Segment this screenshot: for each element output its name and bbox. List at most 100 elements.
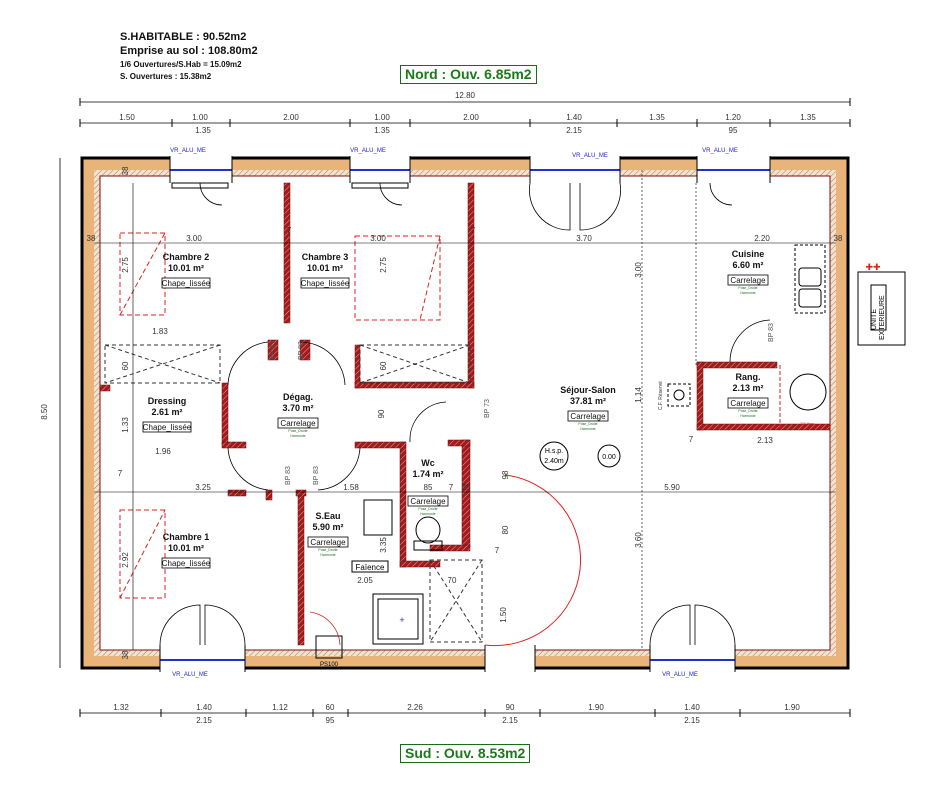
dimension-label: 7: [449, 483, 454, 492]
room-area: 5.90 m²: [312, 522, 343, 532]
door-chambre3[interactable]: [299, 341, 346, 386]
dimension-label: 2.15: [502, 716, 518, 725]
dimension-label: 3.00: [186, 234, 202, 243]
ouvertures-ratio: 1/6 Ouvertures/S.Hab = 15.09m2: [120, 60, 242, 69]
window-label: VR_ALU_ME: [170, 148, 206, 154]
opening: [485, 645, 535, 672]
window-cuisine[interactable]: [709, 182, 733, 206]
wall-segment: [99, 384, 111, 392]
window-door-chambre1-left[interactable]: [159, 604, 201, 646]
room-area: 10.01 m²: [168, 543, 204, 553]
door-dressing[interactable]: [227, 341, 269, 386]
dimension-label: 1.58: [343, 483, 359, 492]
room-d-gag[interactable]: Dégag.3.70 m²CarrelagePose_DroiteHarmoni…: [277, 392, 319, 438]
floor-pose: Pose_Droite: [738, 409, 757, 413]
outdoor-unit: [857, 271, 906, 346]
wall-segment: [399, 441, 407, 568]
window-chambre3[interactable]: [379, 182, 403, 206]
window-door-chambre1-right[interactable]: [204, 604, 246, 646]
wall-segment: [696, 423, 831, 431]
wall-segment: [696, 361, 704, 431]
dimension-label: 3.60: [634, 532, 643, 548]
dimension-label: 1.00: [192, 113, 208, 122]
door-chambre1[interactable]: [227, 447, 269, 491]
door-wc[interactable]: [409, 401, 447, 443]
dimension-label: 7: [471, 226, 476, 235]
surface-ouvertures: S. Ouvertures : 15.38m2: [120, 72, 212, 81]
floor-type: Carrelage: [310, 538, 346, 547]
dimension-label: 1.35: [374, 126, 390, 135]
dimension-label: 70: [448, 576, 457, 585]
window-door-sejour-sud-left[interactable]: [649, 604, 691, 646]
water-heater-label: 200 litres: [800, 422, 814, 426]
dimension-label: 1.50: [499, 607, 508, 623]
wall-segment: [354, 441, 406, 449]
window-chambre2[interactable]: [199, 182, 223, 206]
dimension-label: 2.13: [757, 436, 773, 445]
dimension-label: 2.00: [283, 113, 299, 122]
dimension-label: 2.15: [196, 716, 212, 725]
door-ps[interactable]: [309, 611, 341, 646]
ps100-box: [315, 635, 343, 659]
storage-entry: [429, 559, 483, 643]
room-area: 10.01 m²: [307, 263, 343, 273]
door-entry-swing[interactable]: [484, 474, 582, 647]
wall-segment: [265, 489, 273, 501]
dimension-label: 1.40: [684, 703, 700, 712]
dimension-label: 90: [506, 703, 515, 712]
wall-segment: [354, 344, 361, 389]
room-name: Chambre 3: [302, 252, 349, 262]
dimension-label: 7: [495, 546, 500, 555]
bp83-label: BP 83: [298, 341, 305, 360]
dimension-label: 2.00: [463, 113, 479, 122]
dimension-label: 38: [87, 234, 96, 243]
door-seau[interactable]: [317, 447, 361, 491]
fixtures: +: [104, 170, 827, 659]
doors: [159, 182, 771, 647]
faience-box: [351, 560, 389, 573]
dimension-label: 1.35: [649, 113, 665, 122]
wardrobe-chambre3: [354, 235, 441, 321]
window-door-sejour-left[interactable]: [529, 182, 571, 231]
dimension-label: 1.83: [152, 327, 168, 336]
north-orientation-label: Nord : Ouv. 6.85m2: [400, 65, 537, 84]
floor-type: Chape_lissée: [162, 559, 211, 568]
room-area: 37.81 m²: [570, 396, 606, 406]
svg-text:✚✚: ✚✚: [865, 262, 881, 272]
floor-finish: Harmonie: [580, 427, 595, 431]
room-name: Séjour-Salon: [560, 385, 616, 395]
dimension-label: 38: [121, 166, 130, 175]
wardrobe-chambre2: [119, 232, 166, 316]
dimension-label: 7: [287, 226, 292, 235]
dimension-label: 60: [121, 361, 130, 370]
dimension-label: 3.00: [370, 234, 386, 243]
door-rang[interactable]: [729, 319, 771, 363]
dimension-label: 1.00: [374, 113, 390, 122]
dimension-label: 1.90: [784, 703, 800, 712]
washbasin-cabinet: [363, 499, 393, 536]
dimension-label: 2.92: [121, 552, 130, 568]
dimension-label: 25: [462, 483, 471, 492]
dimension-label: 38: [121, 650, 130, 659]
floor-type: Carrelage: [730, 399, 766, 408]
wall-segment: [299, 339, 311, 361]
outdoor-unit-line2: EXTERIEURE: [879, 295, 886, 340]
window-door-sejour-sud-right[interactable]: [694, 604, 736, 646]
room-name: Wc: [421, 458, 435, 468]
dimension-label: 3.25: [195, 483, 211, 492]
wall-segment: [467, 182, 475, 389]
faience-label: Faïence: [356, 563, 385, 572]
dimension-label: 1.32: [113, 703, 129, 712]
window-door-sejour-right[interactable]: [579, 182, 621, 231]
